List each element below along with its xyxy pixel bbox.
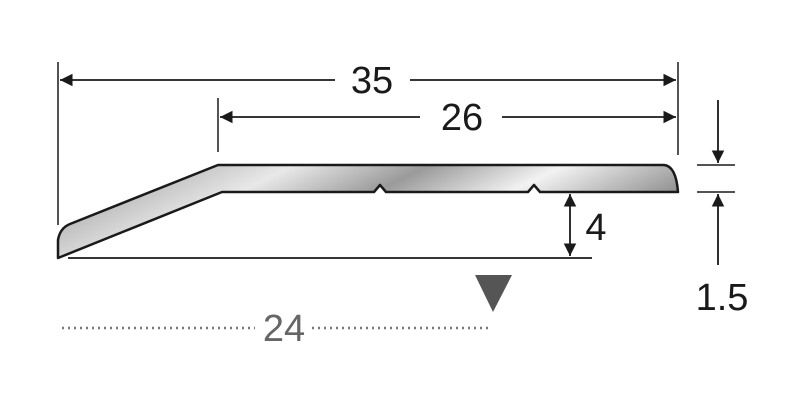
triangle-marker-icon [475, 275, 512, 312]
dimension-top-width: 26 [441, 97, 483, 139]
ramp-profile [56, 163, 680, 260]
dimension-height: 4 [585, 207, 606, 249]
dimension-thickness: 1.5 [696, 277, 749, 319]
dimension-base-width: 24 [263, 308, 305, 350]
dimension-overall-width: 35 [351, 60, 393, 102]
